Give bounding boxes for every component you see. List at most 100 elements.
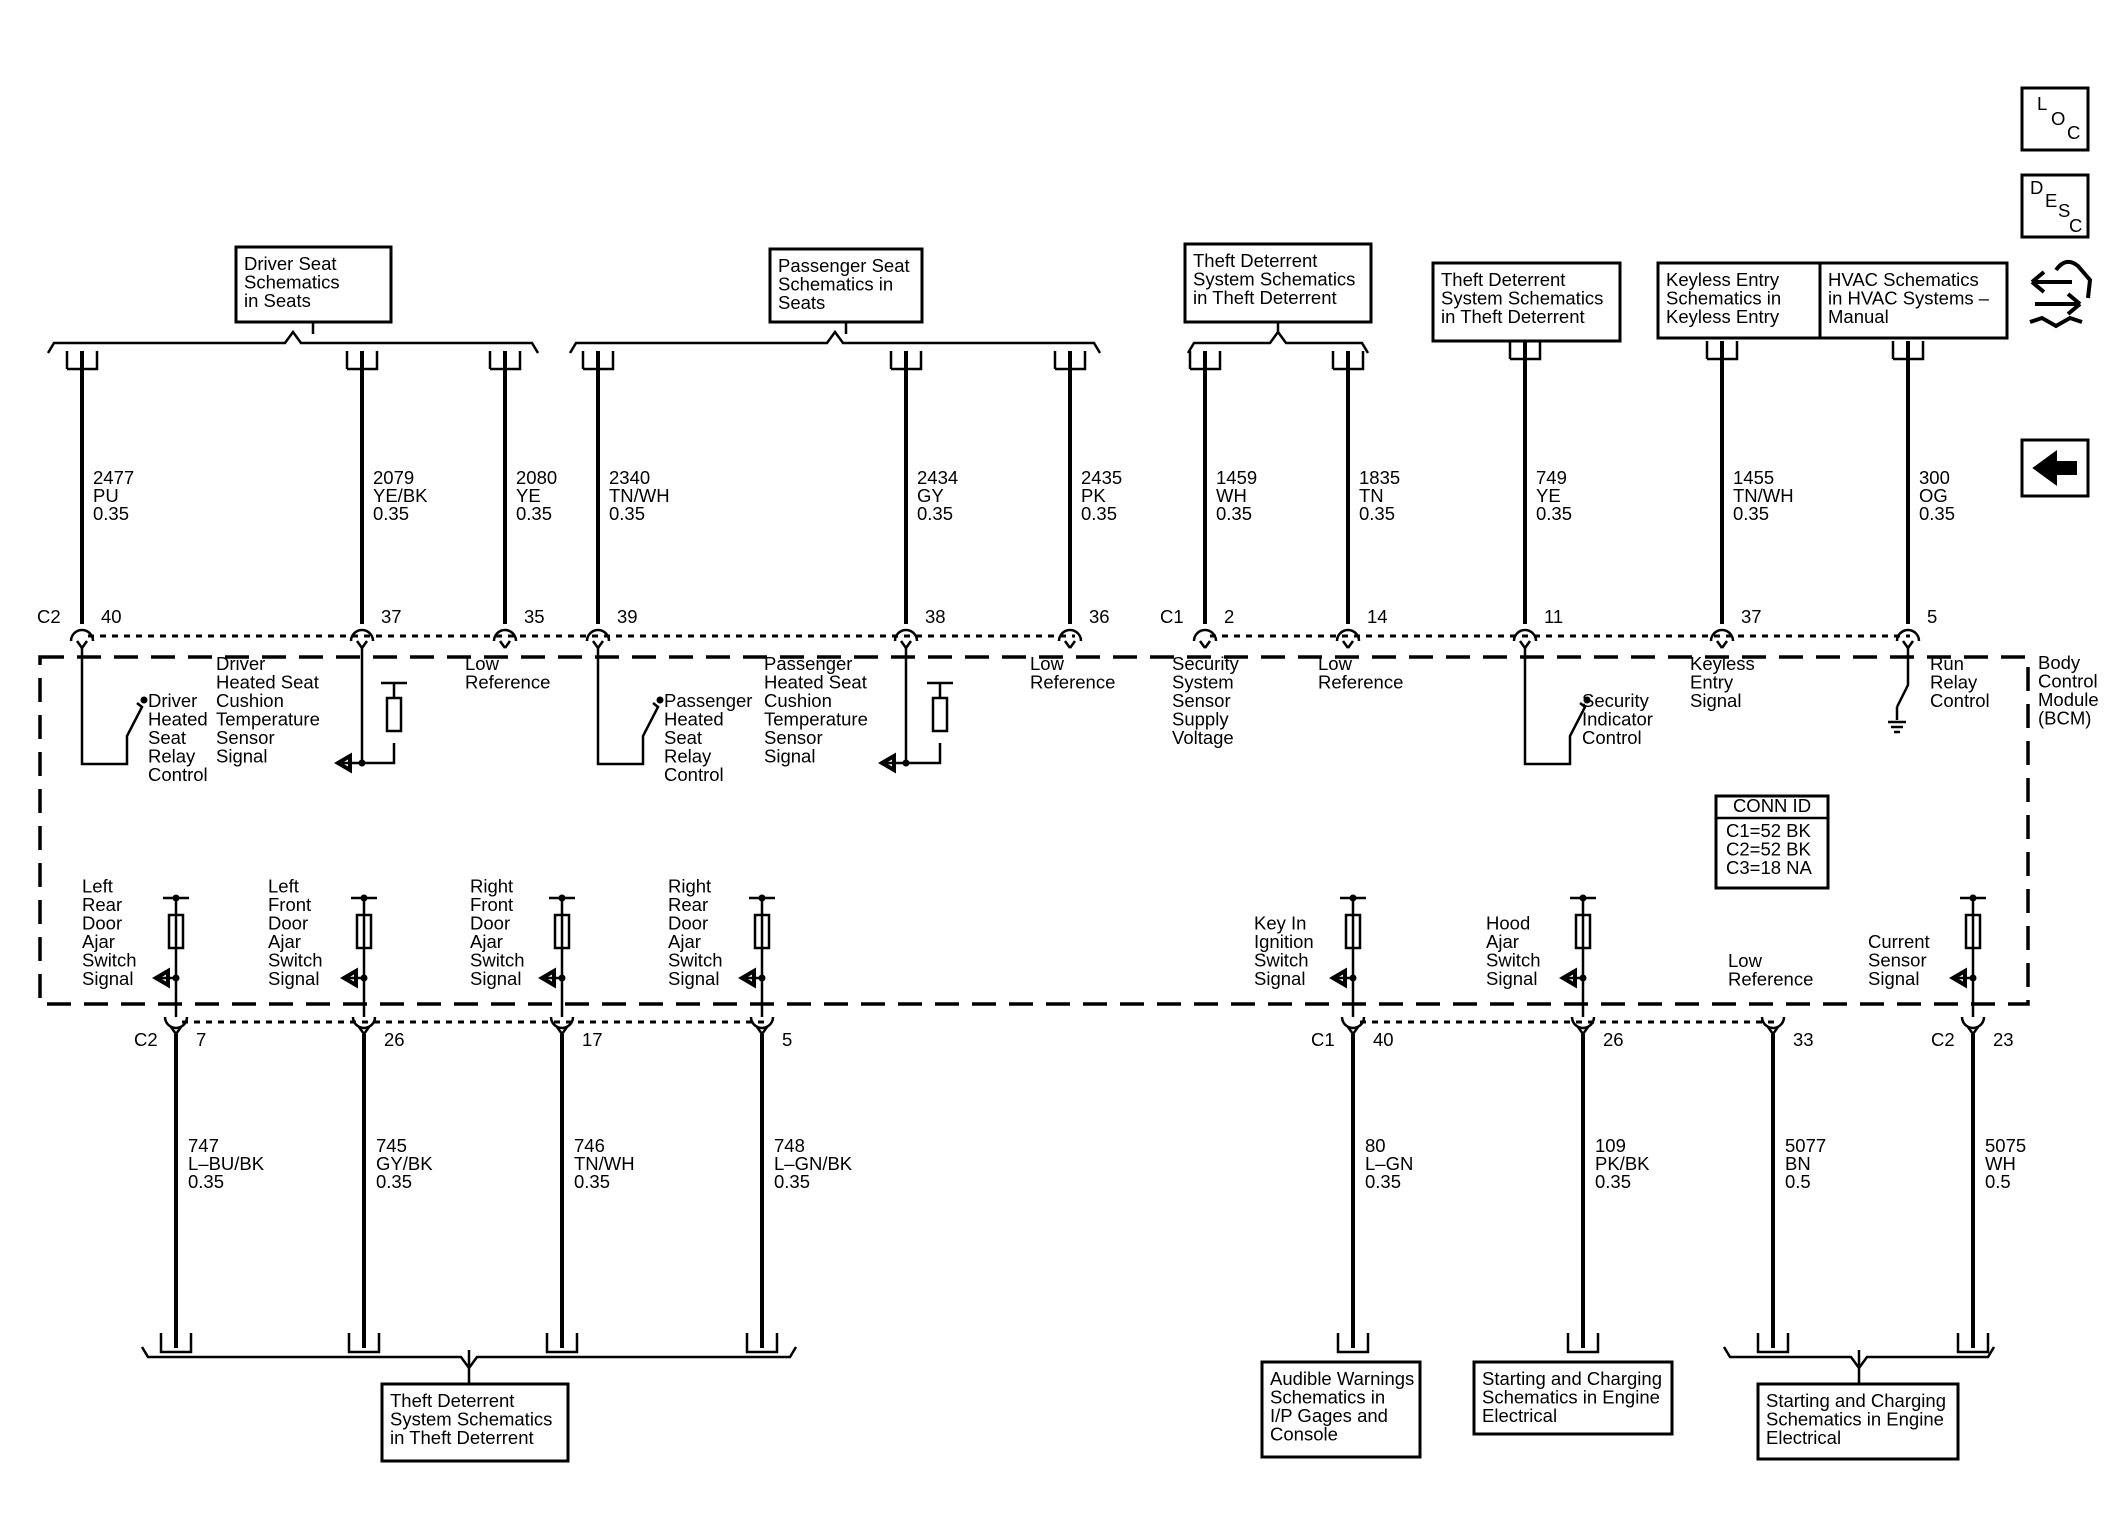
ref-box-frame[interactable] xyxy=(1472,1360,1674,1436)
ref-box-text: in Theft Deterrent xyxy=(1193,287,1337,308)
ref-box-frame[interactable] xyxy=(1431,261,1622,343)
ref-box-text: Electrical xyxy=(1482,1405,1557,1426)
ref-box-frame[interactable] xyxy=(1260,1360,1422,1459)
circuit-function-label: Right xyxy=(668,876,711,897)
pin-arc xyxy=(1335,628,1361,642)
loc-button[interactable]: LOC xyxy=(2020,86,2090,152)
pin-chevron xyxy=(760,1026,769,1035)
conn-id-row: C2=52 BK xyxy=(1726,839,1812,860)
ref-box-text: Schematics xyxy=(244,272,340,293)
ref-box-frame[interactable] xyxy=(1818,261,2009,340)
circuit-function-label: Front xyxy=(268,894,311,915)
junction xyxy=(558,894,566,902)
pin-arc xyxy=(1709,628,1735,642)
ref-box-frame[interactable] xyxy=(380,1382,570,1463)
terminal-top xyxy=(1705,341,1739,361)
back-arrow-icon[interactable] xyxy=(2020,438,2090,498)
circuit-function-label: Signal xyxy=(668,968,719,989)
signal-arrow xyxy=(738,967,756,989)
circuit-function-label: Supply xyxy=(1172,709,1229,730)
circuit-function-label: Switch xyxy=(668,950,723,971)
pin-arc xyxy=(1895,628,1921,642)
circuit-function-label: Temperature xyxy=(216,709,320,730)
circuit-function-label: Entry xyxy=(1690,672,1734,693)
ref-box-text: Driver Seat xyxy=(244,253,337,274)
circuit-function-label: Relay xyxy=(1930,672,1978,693)
connector-id: C1 xyxy=(1311,1029,1335,1050)
junction xyxy=(360,894,368,902)
desc-button-frame[interactable] xyxy=(2020,173,2090,239)
loc-button-frame[interactable] xyxy=(2020,86,2090,152)
wire-gauge: 0.35 xyxy=(93,503,129,524)
circuit-function-label: Ignition xyxy=(1254,931,1314,952)
pullup-resistor xyxy=(355,913,373,950)
circuit-function-label: Control xyxy=(148,764,208,785)
circuit-number: 2435 xyxy=(1081,467,1122,488)
pullup-resistor xyxy=(553,913,571,950)
circuit-function-label: System xyxy=(1172,672,1234,693)
wire-color: PU xyxy=(93,485,119,506)
pin-chevron xyxy=(1068,640,1077,649)
circuit-number: 5075 xyxy=(1985,1135,2026,1156)
circuit-function-label: Voltage xyxy=(1172,727,1234,748)
ref-box-text: Schematics in xyxy=(1666,288,1781,309)
signal-arrow xyxy=(334,752,352,774)
circuit-function-label: Ajar xyxy=(1486,931,1519,952)
loc-button-letter: C xyxy=(2067,122,2080,143)
circuit-function-label: Security xyxy=(1582,690,1650,711)
ref-box-frame[interactable] xyxy=(1656,261,1826,340)
ref-box-text: HVAC Schematics xyxy=(1828,269,1979,290)
pin-chevron xyxy=(174,1026,183,1035)
connector-id: C2 xyxy=(134,1029,158,1050)
circuit-function-label: Door xyxy=(668,913,708,934)
vehicle-outline xyxy=(2054,259,2093,299)
pin-chevron xyxy=(169,1026,178,1035)
circuit-number: 80 xyxy=(1365,1135,1386,1156)
ref-box-text: System Schematics xyxy=(390,1409,552,1430)
wire-gauge: 0.35 xyxy=(1733,503,1769,524)
ref-box-frame[interactable] xyxy=(768,247,924,324)
ref-box-frame[interactable] xyxy=(1183,242,1373,324)
ref-box-frame[interactable] xyxy=(1756,1382,1960,1461)
ref-box-text: System Schematics xyxy=(1193,269,1355,290)
terminal-top xyxy=(1891,341,1925,361)
circuit-function-label: Cushion xyxy=(216,690,284,711)
pin-number: 26 xyxy=(384,1029,405,1050)
swap-vehicle-icon[interactable] xyxy=(2029,259,2093,329)
swap-arrow-left xyxy=(2035,292,2082,316)
terminal-bottom xyxy=(1336,1333,1370,1354)
